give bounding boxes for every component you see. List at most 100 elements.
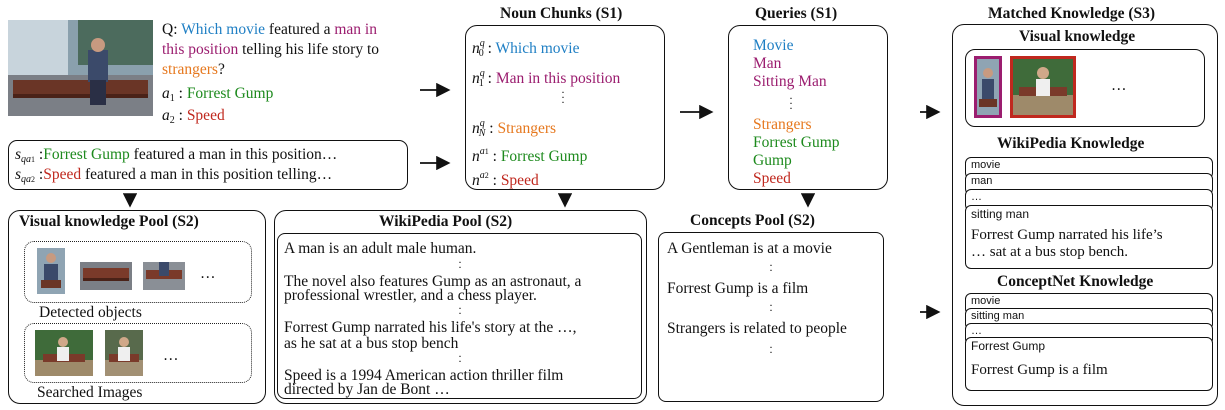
noun-chunk-0-sup: q [480, 38, 485, 49]
matched-wiki-text: Forrest Gump narrated his life’s … sat a… [971, 227, 1207, 261]
matched-wiki-text-2: … sat at a bus stop bench. [971, 244, 1129, 260]
wiki-pool-inner: A man is an adult male human. ·· The nov… [277, 233, 642, 399]
matched-concept-title: ConceptNet Knowledge [997, 273, 1154, 290]
wiki-pool-passage-1: A man is an adult male human. [284, 240, 477, 257]
noun-chunk-1-sub: 1 [478, 78, 484, 89]
matched-box: Visual knowledge … WikiPedia Knowledge m… [952, 24, 1218, 406]
searched-images-ellipsis: … [163, 347, 179, 364]
concept-2: Forrest Gump is a film [667, 280, 809, 297]
noun-chunk-a1: na1 : Forrest Gump [472, 146, 588, 165]
noun-chunks-box: nq0 : Which movie nq1 : Man in this posi… [465, 25, 665, 190]
statement-1-answer: Forrest Gump [43, 146, 130, 163]
searched-image-thumb-2 [105, 330, 143, 376]
noun-chunk-0-sub: 0 [478, 48, 484, 59]
wiki-pool-dots-3: ·· [458, 349, 462, 368]
statements-box: sqa1 :Forrest Gump featured a man in thi… [8, 140, 408, 190]
matched-visual-thumb-2 [1010, 56, 1076, 118]
concept-tab-forrest-gump: Forrest Gump Forrest Gump is a film [965, 337, 1213, 391]
concepts-dots-2: ·· [769, 298, 773, 317]
noun-chunk-a2-sup-text: a [479, 170, 485, 181]
wiki-tab-sitting-man: sitting man Forrest Gump narrated his li… [965, 205, 1213, 269]
statement-1-sub: qa1 [21, 154, 35, 165]
answer-1-sub: 1 [169, 93, 175, 104]
statement-1: sqa1 :Forrest Gump featured a man in thi… [15, 146, 338, 165]
noun-chunk-1-symbol: n [472, 70, 480, 87]
wiki-tab-sitting-man-label: sitting man [971, 207, 1030, 221]
question-scene-image [8, 20, 153, 116]
query-sitting-man: Sitting Man [753, 73, 827, 90]
concept-tab-forrest-gump-label: Forrest Gump [971, 339, 1046, 353]
question-line-1: Q: Which movie featured a man in [162, 20, 377, 39]
question-phrase-strangers: strangers [162, 61, 218, 78]
detected-object-thumb-3 [143, 262, 185, 290]
statement-1-sub-qa: qa [21, 154, 32, 165]
concepts-dots-1: ·· [769, 258, 773, 277]
noun-chunk-a1-sup: a1 [480, 146, 489, 157]
noun-chunk-n-symbol: n [472, 120, 480, 137]
concept-1: A Gentleman is at a movie [667, 240, 832, 257]
answer-1-symbol: a [162, 85, 170, 102]
noun-chunk-0-symbol: n [472, 40, 480, 57]
matched-concept-text: Forrest Gump is a film [971, 362, 1108, 378]
noun-chunk-a1-text: Forrest Gump [500, 148, 588, 165]
statement-2-sub-qa: qa [21, 174, 32, 185]
question-phrase-telling: telling his life story to [242, 41, 380, 58]
noun-chunk-1-sup: q [480, 68, 485, 79]
question-prefix: Q: [162, 21, 178, 38]
matched-visual-thumb-1 [974, 56, 1002, 118]
noun-chunk-a2-sup: a2 [480, 170, 489, 181]
noun-chunks-vdots: ··· [561, 85, 565, 109]
statement-1-subsub: 1 [31, 155, 36, 164]
visual-pool-title: Visual knowledge Pool (S2) [19, 213, 199, 230]
noun-chunk-1-sup-text: q [479, 68, 485, 79]
concept-3: Strangers is related to people [667, 320, 847, 337]
query-strangers: Strangers [753, 116, 812, 133]
matched-title: Matched Knowledge (S3) [988, 5, 1156, 22]
matched-visual-box: … [965, 49, 1205, 127]
noun-chunk-0: nq0 : Which movie [472, 38, 580, 59]
noun-chunk-n-text: Strangers [497, 120, 557, 137]
statement-2: sqa2 :Speed featured a man in this posit… [15, 166, 333, 185]
concepts-dots-3: ·· [769, 340, 773, 359]
wiki-pool-passage-2b: professional wrestler, and a chess playe… [284, 287, 537, 304]
queries-title: Queries (S1) [755, 5, 838, 22]
detected-objects-label: Detected objects [39, 304, 142, 321]
noun-chunks-title: Noun Chunks (S1) [500, 5, 623, 22]
noun-chunk-n-sup: q [480, 118, 485, 129]
matched-wiki-title: WikiPedia Knowledge [997, 135, 1145, 152]
statement-2-subsub: 2 [31, 175, 36, 184]
statement-2-rest: featured a man in this position telling… [85, 166, 333, 183]
query-gump: Gump [753, 152, 792, 169]
detected-objects-ellipsis: … [200, 265, 216, 282]
question-phrase-position: this position [162, 41, 239, 58]
matched-wiki-text-1: Forrest Gump narrated his life’s [971, 227, 1163, 243]
noun-chunk-1: nq1 : Man in this position [472, 68, 621, 89]
matched-visual-title: Visual knowledge [1019, 28, 1136, 45]
concepts-pool-title: Concepts Pool (S2) [690, 212, 815, 229]
statement-2-symbol: s [15, 166, 22, 183]
question-phrase-featured: featured a [268, 21, 331, 38]
visual-pool-box: Visual knowledge Pool (S2) … Detected ob… [8, 210, 266, 404]
noun-chunk-1-text: Man in this position [495, 70, 621, 87]
query-forrest-gump: Forrest Gump [753, 134, 840, 151]
wiki-pool-box: WikiPedia Pool (S2) A man is an adult ma… [274, 210, 647, 404]
wiki-pool-passage-4b: directed by Jan de Bont … [284, 381, 450, 398]
answer-2-text: Speed [186, 107, 225, 124]
concepts-pool-box: A Gentleman is at a movie ·· Forrest Gum… [658, 232, 884, 402]
answer-1-text: Forrest Gump [186, 85, 274, 102]
noun-chunk-a2: na2 : Speed [472, 170, 539, 189]
queries-vdots: ··· [789, 91, 793, 115]
query-man: Man [753, 55, 782, 72]
wiki-pool-dots-1: ·· [458, 255, 462, 274]
question-phrase-movie: Which movie [181, 21, 266, 38]
wiki-pool-title: WikiPedia Pool (S2) [379, 213, 513, 230]
answer-2-sub: 2 [169, 115, 175, 126]
question-phrase-man: man in [334, 21, 377, 38]
wiki-pool-passage-4a: Speed is a 1994 American action thriller… [284, 367, 564, 384]
noun-chunk-n-sub-text: N [478, 128, 486, 139]
question-line-3: strangers? [162, 60, 225, 79]
noun-chunk-a1-supsub: 1 [484, 147, 489, 156]
detected-object-thumb-2 [80, 262, 132, 290]
noun-chunk-n-sub: N [479, 128, 486, 139]
noun-chunk-a1-sup-text: a [479, 146, 485, 157]
